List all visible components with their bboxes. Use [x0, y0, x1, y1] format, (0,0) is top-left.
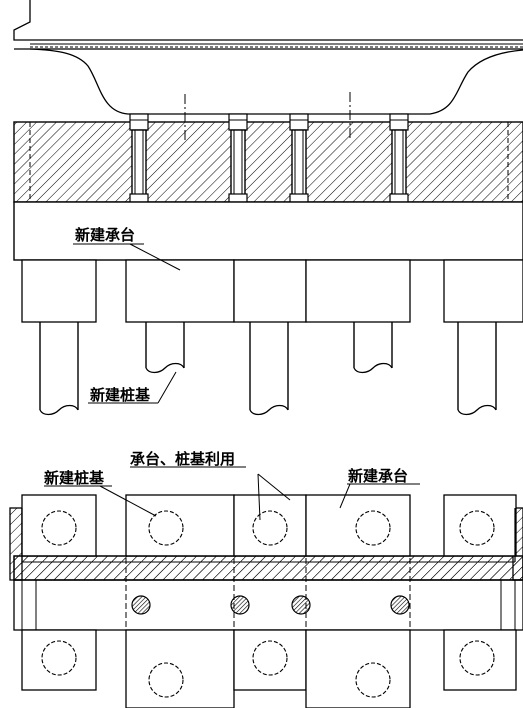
label-plan-new-pile: 新建桩基 — [44, 469, 105, 487]
elevation-view — [13, 0, 523, 416]
bearing-columns — [129, 113, 409, 203]
piles — [39, 322, 497, 416]
plan-pile-circles-bottom — [41, 640, 495, 698]
drawing-labels: 新建承台 新建桩基 新建桩基 承台、桩基利用 新建承台 — [44, 226, 408, 487]
label-new-cap: 新建承台 — [75, 226, 135, 244]
bearing-column — [228, 113, 248, 203]
label-plan-new-cap: 新建承台 — [348, 467, 408, 485]
pile-blocks — [21, 259, 523, 323]
plan-existing-columns — [131, 595, 410, 615]
plan-lower-strip — [13, 579, 523, 631]
new-pile-cap — [13, 201, 523, 261]
bearing-column — [389, 113, 409, 203]
existing-pier-cap — [13, 121, 523, 203]
pile — [39, 322, 79, 416]
box-girder — [13, 0, 523, 140]
pile — [145, 322, 185, 374]
plan-bottom-caps — [21, 629, 517, 708]
pile — [457, 322, 497, 416]
label-reuse: 承台、桩基利用 — [130, 450, 235, 468]
label-new-pile: 新建桩基 — [90, 386, 151, 404]
plan-top-caps — [21, 494, 517, 557]
plan-view — [9, 466, 523, 708]
pile — [353, 322, 393, 374]
pile — [249, 322, 289, 416]
bearing-column — [289, 113, 309, 203]
elevation-leaders — [73, 243, 181, 404]
plan-pile-circles-top — [41, 510, 495, 546]
bearing-column — [129, 113, 149, 203]
plan-leaders — [44, 466, 420, 521]
